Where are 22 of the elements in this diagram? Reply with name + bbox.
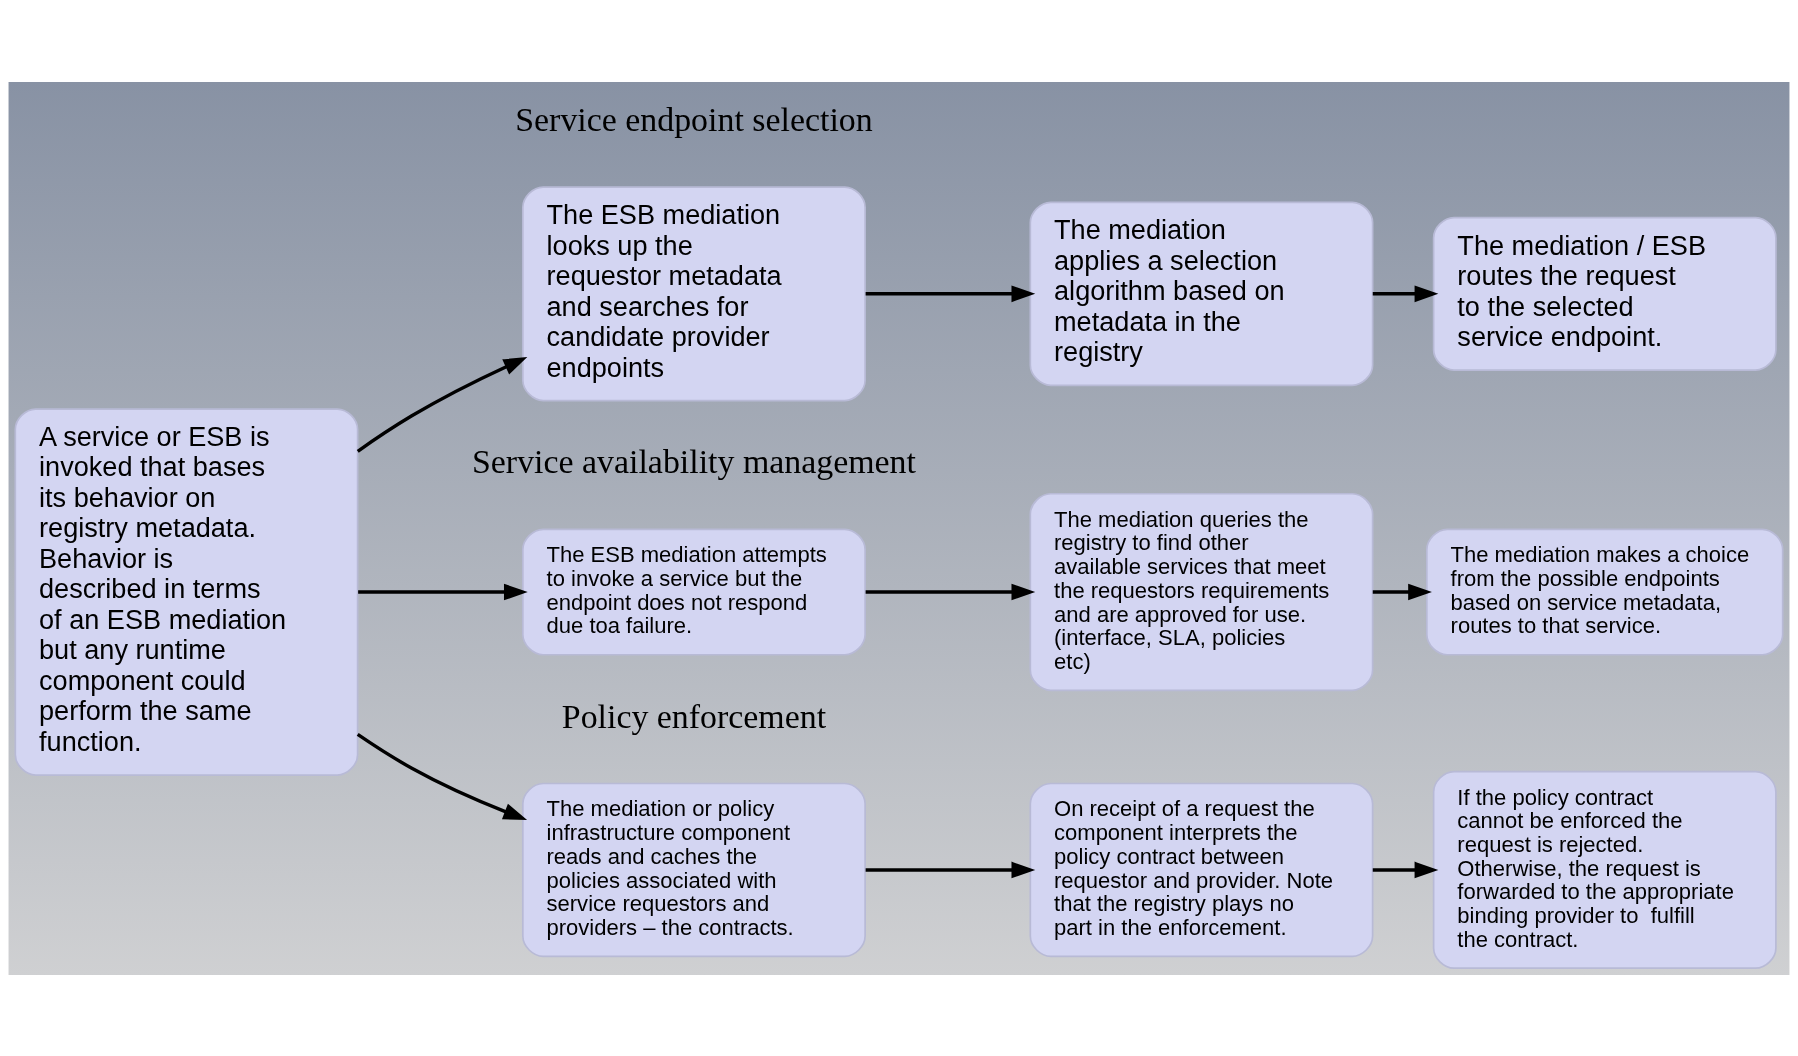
label: Service availability management bbox=[471, 442, 916, 480]
node-box: The mediation makes a choice from the possible endpoints based on service metadata, routes to that service. bbox=[1426, 528, 1784, 656]
arrow bbox=[865, 285, 1036, 302]
node-box: The mediation / ESB routes the request to the selected service endpoint. bbox=[1432, 216, 1777, 371]
arrow bbox=[1372, 861, 1439, 878]
arrow bbox=[865, 861, 1036, 878]
node-box: The mediation or policy infrastructure component reads and caches the policies associated with service requestors and providers – the contracts. bbox=[521, 782, 866, 957]
arrow bbox=[356, 732, 528, 820]
arrow bbox=[1372, 285, 1439, 302]
label: Service endpoint selection bbox=[515, 100, 873, 138]
node-box: The mediation applies a selection algorithm based on metadata in the registry bbox=[1029, 200, 1374, 386]
arrow bbox=[865, 583, 1036, 600]
node-box: If the policy contract cannot be enforced the request is rejected. Otherwise, the request is forwarded to the appropriate binding provider to fulfill the contract. bbox=[1432, 770, 1777, 969]
label: Policy enforcement bbox=[561, 697, 827, 735]
node-box: A service or ESB is invoked that bases its behavior on registry metadata. Behavior is described in terms of an ESB mediation but any runtime component could perform the same function. bbox=[14, 407, 359, 776]
node-box: The ESB mediation looks up the requestor metadata and searches for candidate provider endpoints bbox=[521, 185, 866, 401]
arrow bbox=[356, 356, 528, 453]
node-box: The mediation queries the registry to find other available services that meet the requestors requirements and are approved for use. (interface, SLA, policies etc) bbox=[1029, 492, 1374, 691]
arrow bbox=[358, 583, 528, 600]
arrow bbox=[1372, 583, 1432, 600]
node-box: On receipt of a request the component interprets the policy contract between requestor and provider. Note that the registry plays no part in the enforcement. bbox=[1029, 782, 1374, 957]
node-box: The ESB mediation attempts to invoke a service but the endpoint does not respond due toa failure. bbox=[521, 528, 866, 656]
